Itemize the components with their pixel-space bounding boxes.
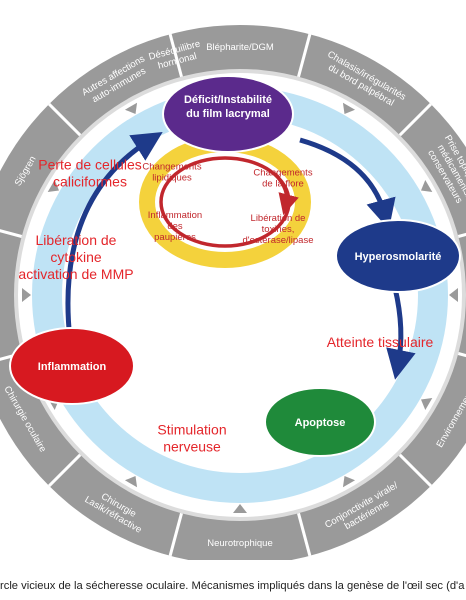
inward-arrow-icon [449, 288, 458, 302]
figure-caption: rcle vicieux de la sécheresse oculaire. … [0, 580, 465, 592]
inward-arrow-icon [420, 397, 433, 411]
arrow-deficit-to-hyperosmolarite [299, 137, 396, 230]
inward-arrow-icon [124, 102, 138, 115]
segment-separator [297, 512, 312, 557]
inward-arrow-icon [22, 288, 31, 302]
inner-white-arrows [109, 169, 289, 407]
inward-arrow-icon [124, 475, 138, 488]
node-inflammation: Inflammation [9, 327, 135, 405]
arrow-inflammation-to-deficit [65, 131, 163, 341]
white-arrow-inflammation-upward [109, 169, 152, 336]
segment-separator [48, 103, 82, 137]
segment-separator [457, 232, 466, 238]
outer-factor-blepharite: Blépharite/DGM [206, 42, 274, 53]
svg-text:Inflammation: Inflammation [38, 361, 107, 373]
label-atteinte-tissulaire: Atteinte tissulaire [327, 334, 434, 350]
node-apoptose: Apoptose [264, 387, 376, 457]
segment-separator [0, 229, 23, 238]
svg-text:Apoptose: Apoptose [295, 417, 346, 429]
white-arrow-apoptose-to-inflammation [131, 358, 289, 407]
svg-text:Hyperosmolarité: Hyperosmolarité [355, 251, 442, 263]
segment-separator [297, 33, 312, 78]
node-hyperosmolarite: Hyperosmolarité [335, 219, 461, 293]
segment-separator [398, 453, 432, 487]
inner-red-arrow [273, 172, 299, 216]
inward-arrow-icon [420, 179, 433, 193]
segment-separator [48, 453, 82, 487]
inward-arrow-icon [233, 504, 247, 513]
arrow-hyperosmolarite-to-apoptose [386, 287, 416, 380]
outer-factor-neurotrophique: Neurotrophique [207, 538, 273, 549]
segment-separator [168, 512, 183, 557]
inward-arrow-icon [47, 179, 60, 193]
inward-arrow-icon [342, 102, 356, 115]
main-cycle-arrows [65, 131, 416, 380]
inward-arrow-icon [342, 475, 356, 488]
segment-separator [398, 103, 432, 137]
segment-separator [457, 352, 466, 358]
segment-separator [168, 33, 183, 78]
